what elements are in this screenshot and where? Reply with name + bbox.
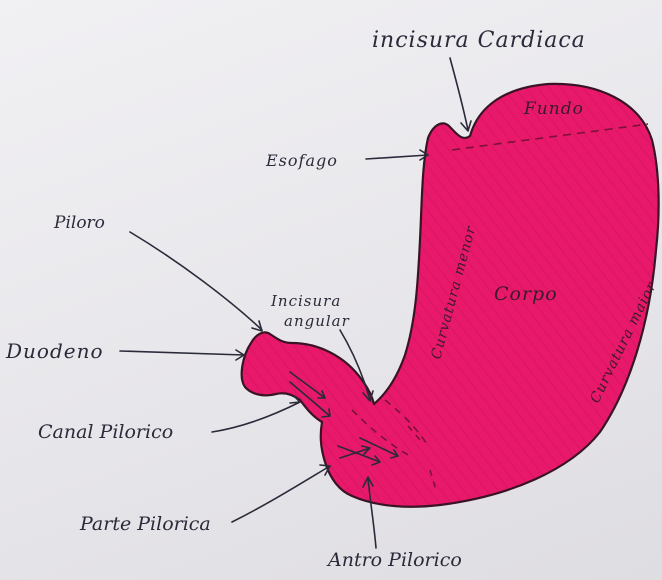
pointer-piloro: [130, 232, 262, 331]
label-parte-pilorica: Parte Pilorica: [79, 513, 211, 535]
label-esofago: Esofago: [265, 151, 338, 170]
pointer-parte-pilorica: [232, 465, 330, 522]
label-incisura-angular-1: Incisura: [270, 292, 341, 310]
pointer-duodeno: [120, 350, 244, 360]
pointer-esofago: [366, 150, 428, 160]
label-corpo: Corpo: [494, 283, 558, 305]
label-antro-pilorico: Antro Pilorico: [326, 549, 462, 571]
label-piloro: Piloro: [53, 213, 105, 233]
label-canal-pilorico: Canal Pilorico: [38, 421, 173, 443]
label-duodeno: Duodeno: [5, 339, 104, 363]
label-incisura-angular-2: angular: [284, 312, 350, 330]
pointer-canal-pilorico: [212, 396, 300, 432]
pointer-incisura-cardiaca: [450, 58, 471, 131]
label-fundo: Fundo: [523, 99, 584, 119]
label-incisura-cardiaca: incisura Cardiaca: [372, 28, 586, 53]
